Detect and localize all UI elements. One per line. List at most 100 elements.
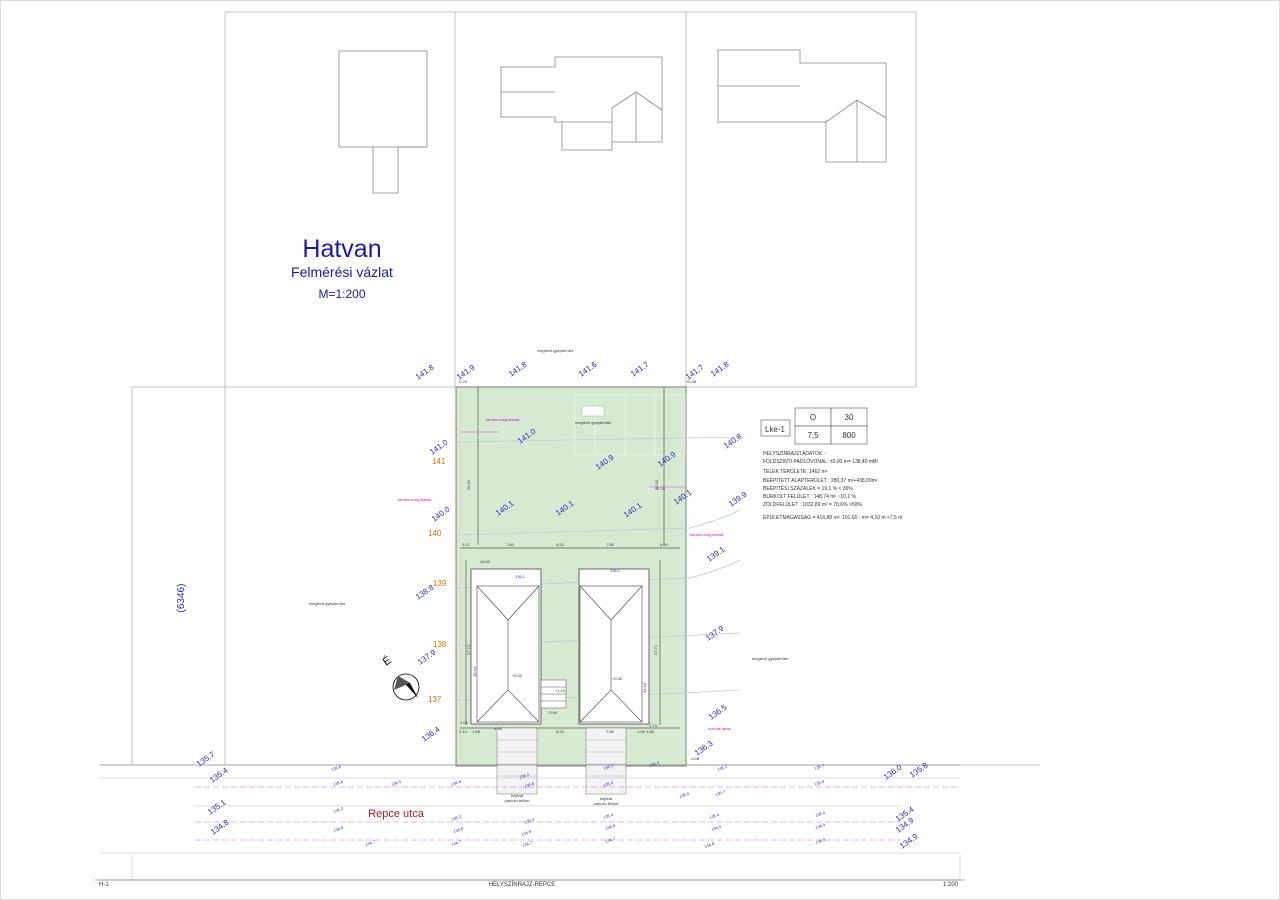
- level-small: 134.7: [522, 840, 534, 848]
- elevation-label: 141.8: [507, 359, 529, 378]
- dimension-label: 17.71: [466, 644, 471, 655]
- zoning-cell-1: O: [810, 413, 816, 422]
- info-line: BEÉPÍTÉSI SZÁZALÉK = 19,1 % < 30%: [763, 485, 853, 492]
- level-small: 136.6: [331, 764, 343, 772]
- level-small: 134.7: [365, 839, 377, 847]
- info-line: TELEK TERÜLETE: 1462 m²: [763, 468, 828, 475]
- level-mark: ±0.00: [480, 559, 491, 564]
- elevation-label: 136.3: [693, 738, 715, 757]
- sheet-title: HELYSZÍNRAJZ-REPCE: [489, 881, 556, 888]
- level-small: 135.2: [451, 814, 463, 822]
- elevation-label: 135.7: [195, 749, 217, 768]
- drawing-city-title: Hatvan: [302, 235, 381, 263]
- note-entrance-1: bejárat: [511, 793, 524, 798]
- note-fence-1: kerítés meg marad: [486, 417, 519, 422]
- level-small: 136.4: [649, 760, 661, 768]
- drawing-subtitle: Felmérési vázlat: [291, 264, 393, 280]
- street-name: Repce utca: [368, 808, 425, 820]
- elevation-label: 134.9: [898, 831, 920, 850]
- ridge-height-a: 136.1: [515, 574, 526, 579]
- elevation-label: 136.5: [707, 702, 729, 721]
- level-small: 136.1: [603, 763, 615, 771]
- dimension-label: 1.80: [646, 729, 655, 734]
- contour-label: 139: [433, 579, 447, 588]
- level-small: 135.2: [333, 806, 345, 814]
- contour-labels: 141 140 139 138 137: [428, 457, 447, 704]
- elevation-label: 137.9: [704, 623, 726, 642]
- dimension-label: 7.80: [606, 729, 615, 734]
- contour-label: 137: [428, 695, 442, 704]
- elevation-label: 141.8: [414, 362, 436, 381]
- note-parking-2: parkoló felület: [594, 801, 620, 806]
- elevation-label: 140.0: [430, 504, 452, 523]
- dimension-label: 13.94: [642, 682, 647, 693]
- note-fence-3: kerítés meg marad: [690, 532, 723, 537]
- contour-label: 138: [433, 640, 447, 649]
- level-mark: -0.64: [548, 710, 558, 715]
- elevation-label: 136.4: [420, 724, 442, 743]
- note-existing-garden: meglévő gyepterület: [537, 348, 574, 353]
- driveways: [496, 727, 627, 795]
- elevation-label: 135.4: [208, 765, 230, 784]
- elevation-label: 141.6: [577, 359, 599, 378]
- dimension-label: 5.23: [556, 542, 565, 547]
- level-small: 135.4: [603, 812, 615, 820]
- zoning-cell-3: 7,5: [807, 431, 819, 440]
- level-small: 135.7: [814, 763, 826, 771]
- zoning-code: Lke-1: [765, 425, 786, 434]
- dimension-lines: [460, 387, 686, 729]
- elevation-label: 135.1: [206, 797, 228, 816]
- info-line: FÖLDSZINTI PADLÓVONAL: ±0,00 m= 138,40 m…: [763, 458, 878, 465]
- neighbour-building-1: [338, 50, 428, 194]
- level-small: 134.8: [605, 823, 617, 831]
- level-small: 134.8: [453, 826, 465, 834]
- level-mark: +0.38: [686, 379, 697, 384]
- level-small: 136.1: [717, 764, 729, 772]
- note-parking-1: parkoló felület: [505, 798, 531, 803]
- dimension-label: 6.60: [660, 542, 669, 547]
- dimension-label: 4.96: [494, 726, 503, 731]
- note-existing-garden-right: meglévő gyepterület: [752, 656, 789, 661]
- dimension-label: 1.98: [472, 729, 481, 734]
- watermark-logo: [574, 394, 686, 456]
- level-mark: -3.08: [690, 756, 700, 761]
- level-mark: -0.20: [458, 379, 468, 384]
- level-marks: ±0.00 +0.32 +0.32 +1.10 -0.64 +0.38 -0.2…: [458, 379, 700, 761]
- dimension-label: 2.00: [460, 720, 469, 725]
- level-mark: +0.32: [512, 673, 523, 678]
- drawing-scale: M=1:200: [318, 287, 365, 301]
- street-levels: 136.6 135.6 136.0 136.6 136.2 135.8 136.…: [331, 760, 827, 849]
- north-label: É: [380, 654, 393, 669]
- level-small: 135.6: [333, 779, 345, 787]
- level-small: 134.9: [815, 837, 827, 845]
- dimension-label: 1.69: [637, 729, 646, 734]
- sheet-scale: 1:200: [943, 882, 959, 888]
- site-info-block: HELYSZÍNRAJZI ADATOK : FÖLDSZINTI PADLÓV…: [763, 450, 902, 521]
- house-b: [578, 568, 650, 725]
- dimension-label: 17.71: [653, 644, 658, 655]
- level-small: 136.0: [679, 791, 691, 799]
- elevation-label: 141.0: [428, 437, 450, 456]
- note-utility: vízórás akna: [708, 726, 731, 731]
- house-a: [470, 568, 542, 725]
- dimension-label: 2.10: [459, 729, 468, 734]
- dimension-label: 5.23: [556, 729, 565, 734]
- level-small: 135.9: [603, 780, 615, 788]
- north-arrow: É: [380, 654, 420, 701]
- info-line: ÉPÜLETMAGASSÁG = 416,88 m²: 101,60 · m= …: [763, 514, 902, 521]
- level-small: 135.4: [815, 810, 827, 818]
- note-fence-2: kerítés meg marad: [398, 497, 431, 502]
- level-small: 136.2: [519, 772, 531, 780]
- contour-label: 140: [428, 529, 442, 538]
- elevation-label: 140.8: [722, 431, 744, 450]
- level-mark: +1.10: [555, 688, 566, 693]
- info-line: BEÉPÍTETT ALAPTERÜLET : 280,37 m²+438,00…: [763, 477, 878, 484]
- dimension-label: 10.94: [472, 666, 477, 677]
- level-small: 135.8: [814, 779, 826, 787]
- level-small: 135.8: [524, 781, 536, 789]
- contour-label: 141: [432, 457, 446, 466]
- neighbour-parcels: [131, 11, 1040, 766]
- level-small: 134.8: [333, 825, 345, 833]
- info-line: ZÖLDFELÜLET : 1032,89 m² = 70,6% >50%: [763, 501, 862, 508]
